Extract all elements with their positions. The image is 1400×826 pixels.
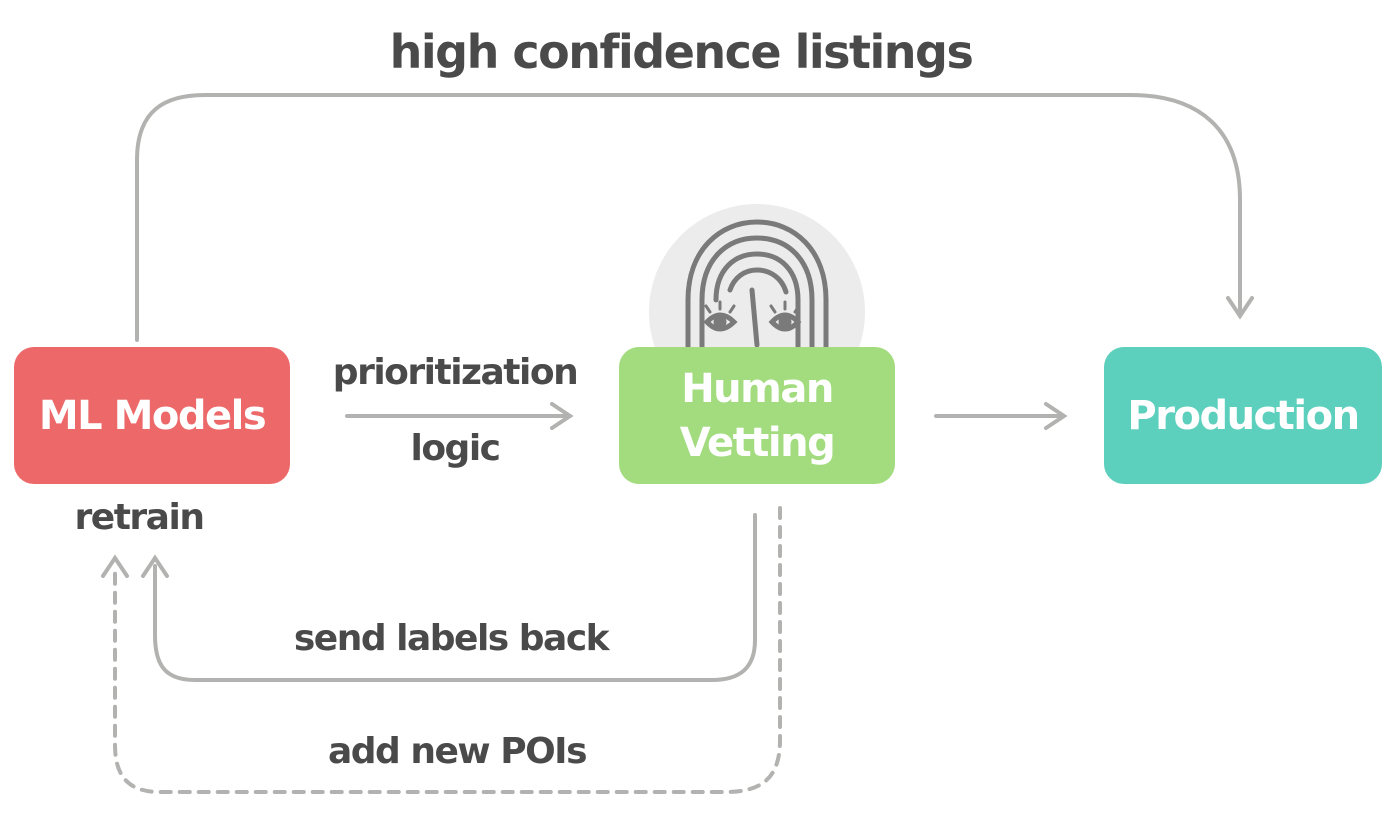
production-node: Production: [1104, 347, 1382, 484]
production-label: Production: [1127, 392, 1360, 439]
send-labels-label: send labels back: [293, 618, 610, 659]
human-vetting-node: Human Vetting: [619, 347, 895, 484]
high-confidence-label: high confidence listings: [389, 25, 974, 79]
edge-add-pois: [101, 506, 782, 794]
retrain-label: retrain: [74, 497, 205, 538]
arrowhead-human-vetting: [550, 402, 574, 430]
human-vetting-label-line2: Vetting: [679, 419, 836, 466]
edge-to-production: [934, 402, 1068, 430]
edge-prioritization: [345, 402, 574, 430]
arrowhead-retrain-solid: [141, 554, 169, 578]
edge-high-confidence: [135, 93, 1254, 342]
arrowhead-retrain-dashed: [101, 554, 129, 578]
prioritization-label: prioritization: [332, 352, 579, 393]
ml-models-label: ML Models: [38, 392, 267, 439]
edge-send-labels: [141, 513, 757, 682]
add-pois-label: add new POIs: [327, 731, 588, 772]
ml-models-node: ML Models: [14, 347, 290, 484]
logic-label: logic: [410, 428, 501, 469]
arrowhead-production: [1226, 296, 1254, 320]
human-vetting-label-line1: Human: [681, 365, 834, 412]
arrowhead-production-side: [1044, 402, 1068, 430]
